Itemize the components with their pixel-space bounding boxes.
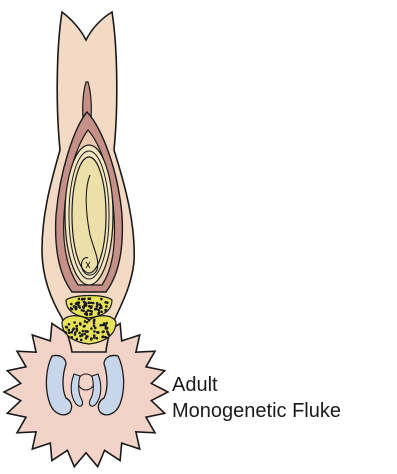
gland-dot	[75, 327, 78, 330]
gland-dot	[74, 333, 77, 336]
gland-dot	[105, 322, 108, 325]
gland-dot	[68, 332, 71, 335]
gland-dot	[93, 322, 96, 325]
gland-dot	[68, 329, 71, 332]
gland-dot	[90, 302, 93, 305]
gland-dot	[82, 330, 85, 333]
gland-dot	[81, 334, 84, 337]
gland-dot	[88, 319, 91, 322]
gland-dot	[79, 323, 82, 326]
embryo-capsule	[72, 157, 106, 273]
gland-dot	[86, 321, 89, 324]
gland-dot	[90, 327, 93, 330]
caption-line-2: Monogenetic Fluke	[172, 398, 341, 424]
gland-dot	[86, 314, 89, 317]
gland-dot	[76, 302, 79, 305]
gland-dot	[94, 327, 97, 330]
gland-dot	[90, 337, 93, 340]
gland-dot	[105, 305, 108, 308]
gland-dot	[75, 306, 78, 309]
gland-dot	[85, 337, 88, 340]
gland-dot	[90, 305, 93, 308]
gland-dot	[87, 298, 90, 301]
gland-dot	[71, 331, 74, 334]
figure-caption: Adult Monogenetic Fluke	[172, 372, 341, 424]
gland-dot	[82, 310, 85, 313]
gland-dot	[65, 326, 68, 329]
gland-dot	[90, 313, 93, 316]
gland-dot	[94, 308, 97, 311]
gland-dot	[88, 305, 91, 308]
gland-dot	[93, 336, 96, 339]
gland-dot	[83, 298, 86, 301]
gland-dot	[92, 302, 95, 305]
gland-dot	[78, 298, 81, 301]
gland-dot	[106, 327, 109, 330]
gland-dot	[93, 320, 96, 323]
gland-dot	[96, 305, 99, 308]
gland-dot	[73, 321, 76, 324]
gland-dot	[93, 330, 96, 333]
gland-dot	[83, 325, 86, 328]
gland-dot	[89, 310, 92, 313]
gland-dot	[100, 310, 103, 313]
gland-dot	[98, 311, 101, 314]
gland-dot	[102, 324, 105, 327]
gland-dot	[78, 306, 81, 309]
gland-dot	[104, 325, 107, 328]
gland-dot	[70, 303, 73, 306]
gland-dot	[85, 311, 88, 314]
caption-line-1: Adult	[172, 372, 341, 398]
gland-dot	[99, 324, 102, 327]
gland-dot	[99, 307, 102, 310]
gland-dot	[78, 332, 81, 335]
gland-dot	[70, 307, 73, 310]
gland-dot	[75, 325, 78, 328]
gland-dot	[71, 336, 74, 339]
gland-dot	[68, 323, 71, 326]
gland-dot	[107, 332, 110, 335]
gland-dot	[64, 331, 67, 334]
gland-dot	[80, 339, 83, 342]
gland-dot	[101, 336, 104, 339]
gland-dot	[84, 303, 87, 306]
gland-dot	[105, 310, 108, 313]
gland-dot	[96, 337, 99, 340]
gland-dot	[84, 333, 87, 336]
gland-dot	[82, 306, 85, 309]
gland-dot	[72, 329, 75, 332]
gland-dot	[76, 338, 79, 341]
gland-dot	[83, 301, 86, 304]
gland-dot	[104, 336, 107, 339]
gland-dot	[96, 302, 99, 305]
gland-dot	[100, 298, 103, 301]
gland-dot	[97, 331, 100, 334]
gland-dot	[102, 330, 105, 333]
gland-dot	[84, 330, 87, 333]
gland-dot	[104, 301, 107, 304]
